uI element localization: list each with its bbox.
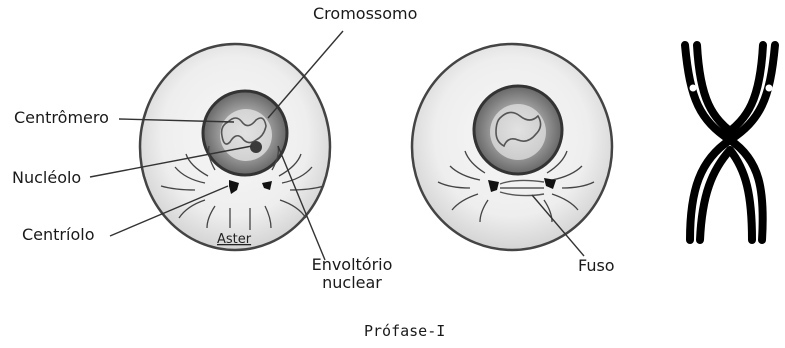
chromatid-2b [725,45,763,135]
chromatid-1b [697,45,735,135]
label-nucleolo: Nucléolo [12,169,81,187]
label-centromero: Centrômero [14,109,109,127]
label-envoltorio-line2: nuclear [302,274,402,292]
cell-right [412,44,612,250]
label-fuso: Fuso [578,257,615,275]
chromosome-x [685,45,775,240]
nucleus-left-inner [220,109,272,161]
centromere-dot-right [766,85,773,92]
centromere-dot-left [690,85,697,92]
label-aster: Aster [217,232,252,247]
nucleolus-left [250,141,262,153]
label-cromossomo: Cromossomo [313,5,417,23]
label-centriolo: Centríolo [22,226,94,244]
label-envoltorio-nuclear: Envoltório nuclear [302,256,402,293]
caption: Prófase-I [364,323,445,340]
cell-left [140,44,330,250]
label-envoltorio-line1: Envoltório [302,256,402,274]
